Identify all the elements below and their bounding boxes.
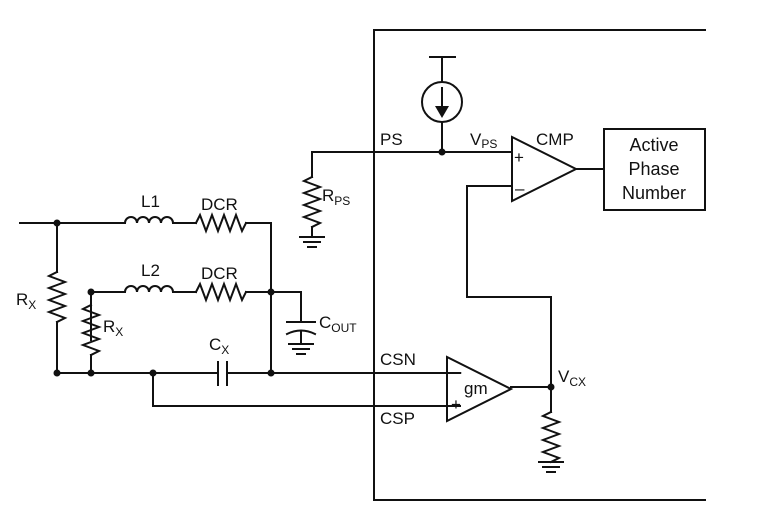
pin-label-csn: CSN	[380, 350, 416, 369]
label-l2: L2	[141, 261, 160, 280]
cout-top-wire	[270, 291, 302, 321]
resistor-rx-2	[80, 303, 102, 357]
ground-icon	[299, 236, 325, 248]
junction-dot	[267, 288, 275, 296]
comparator-plus-sign: +	[514, 148, 524, 167]
junction-dot	[438, 148, 446, 156]
resistor-rps	[301, 175, 323, 229]
comparator-triangle	[511, 135, 579, 203]
label-rx-1: RX	[16, 290, 36, 312]
ps-wire	[311, 151, 513, 178]
junction-dot	[149, 369, 157, 377]
resistor-dcr-2	[194, 281, 248, 303]
ic-boundary	[373, 29, 706, 501]
gm-minus-sign: –	[452, 362, 462, 381]
output-box-line-1: Active	[629, 135, 678, 155]
node-label-vps: VPS	[470, 130, 497, 151]
label-l1: L1	[141, 192, 160, 211]
node-label-vcx: VCX	[558, 367, 586, 389]
pin-label-ps: PS	[380, 130, 403, 149]
label-dcr-2: DCR	[201, 264, 238, 283]
pin-label-csp: CSP	[380, 409, 415, 428]
junction-dot	[53, 369, 61, 377]
csp-wire	[152, 372, 461, 407]
feedback-wire	[466, 185, 552, 388]
junction-dot	[547, 383, 555, 391]
label-dcr-1: DCR	[201, 195, 238, 214]
gm-plus-sign: +	[451, 395, 461, 414]
wire-dcr1-output	[245, 222, 272, 293]
gm-amplifier-triangle	[446, 355, 514, 423]
inductor-l2	[123, 285, 175, 294]
resistor-dcr-1	[194, 212, 248, 234]
ground-icon	[288, 343, 314, 355]
current-arrow-icon	[435, 106, 449, 118]
active-phase-number-box	[603, 128, 706, 211]
junction-dot	[87, 288, 95, 296]
inductor-l1	[123, 216, 175, 225]
junction-dot	[87, 369, 95, 377]
junction-dot	[53, 219, 61, 227]
label-rx-2: RX	[103, 317, 123, 339]
label-rps: RPS	[322, 186, 350, 208]
output-box-line-3: Number	[622, 183, 686, 203]
output-box-line-2: Phase	[628, 159, 679, 179]
comparator-minus-sign: –	[515, 179, 525, 198]
label-cout: COUT	[319, 313, 357, 335]
label-cmp: CMP	[536, 130, 574, 149]
ground-icon	[538, 461, 564, 473]
label-cx: CX	[209, 335, 229, 357]
resistor-rx-1	[46, 270, 68, 324]
junction-dot	[267, 369, 275, 377]
resistor-vcx	[540, 410, 562, 464]
label-gm: gm	[464, 379, 488, 398]
